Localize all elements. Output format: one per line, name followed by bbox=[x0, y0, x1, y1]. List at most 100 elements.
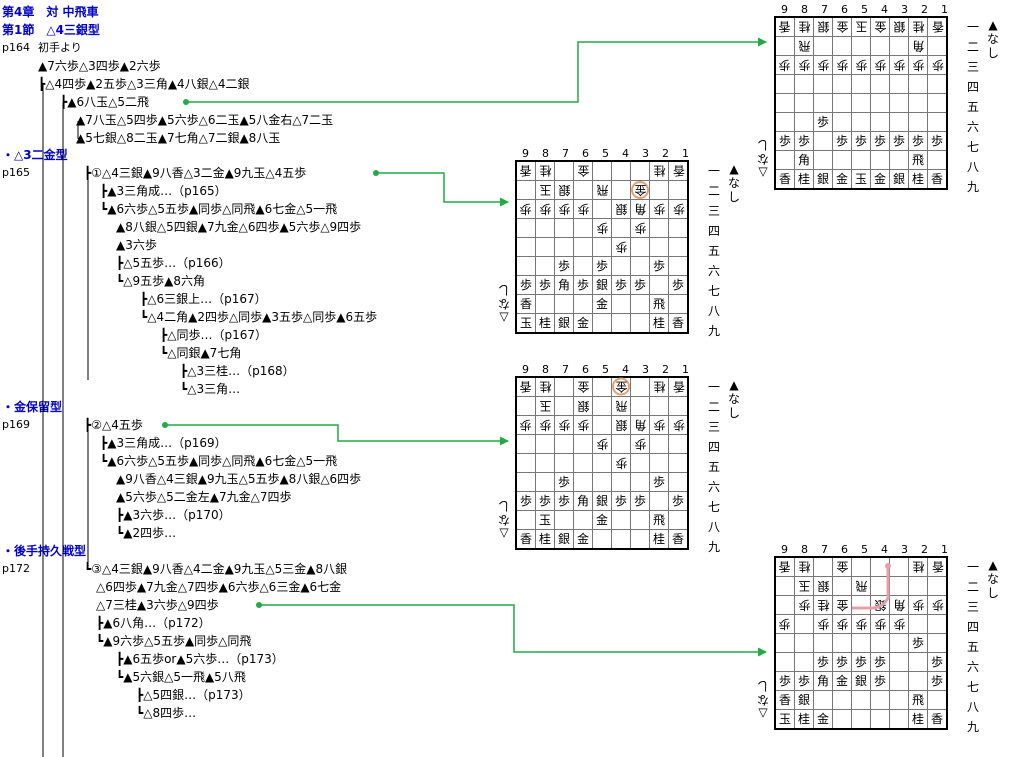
board-square: 飛 bbox=[908, 150, 928, 170]
board-square bbox=[592, 237, 612, 257]
rank-label: 四 bbox=[966, 620, 979, 634]
move-line: ┗▲6六歩△5五歩▲同歩△同飛▲6七金△5一飛 bbox=[100, 454, 338, 468]
board-square bbox=[649, 180, 669, 200]
board-square: 香 bbox=[927, 557, 947, 577]
rank-label: 六 bbox=[707, 264, 720, 278]
rank-label: 九 bbox=[966, 180, 979, 194]
board-rank: 歩歩歩歩歩歩歩歩 bbox=[774, 131, 948, 151]
board-square bbox=[535, 218, 555, 238]
board-square: 金 bbox=[611, 377, 631, 397]
board-square bbox=[889, 671, 909, 691]
board-square bbox=[774, 112, 795, 132]
rank-label: 八 bbox=[966, 700, 979, 714]
file-label: 8 bbox=[542, 147, 549, 160]
move-line: ┣△4四歩▲2五歩△3三角▲4八銀△4二銀 bbox=[38, 77, 250, 91]
board-square: 歩 bbox=[851, 614, 871, 634]
board-rank: 玉銀飛 bbox=[515, 396, 689, 416]
file-label: 4 bbox=[881, 543, 888, 556]
board-square: 歩 bbox=[535, 199, 555, 219]
rank-label: 五 bbox=[707, 460, 720, 474]
black-hand: ▲なし bbox=[986, 558, 999, 600]
move-line: ▲7六歩△3四歩▲2六歩 bbox=[38, 59, 161, 73]
board-square bbox=[515, 180, 536, 200]
board-square bbox=[592, 529, 612, 550]
board-square bbox=[908, 74, 928, 94]
board-square: 角 bbox=[889, 595, 909, 615]
file-label: 3 bbox=[901, 543, 908, 556]
board-square: 歩 bbox=[832, 652, 852, 672]
board-square bbox=[668, 218, 689, 238]
board-square: 香 bbox=[668, 377, 688, 397]
file-label: 9 bbox=[781, 543, 788, 556]
section-title: 第1節 △4三銀型 bbox=[2, 23, 100, 37]
board-square bbox=[630, 472, 650, 492]
board-square: 飛 bbox=[649, 510, 669, 530]
board-square: 歩 bbox=[611, 491, 631, 511]
board-square: 飛 bbox=[908, 690, 928, 710]
board-square bbox=[870, 36, 890, 56]
board-square: 香 bbox=[927, 169, 948, 190]
move-line: ┗③△4三銀▲9八香△4二金▲9九玉△5三金▲8八銀 bbox=[84, 562, 348, 576]
variation-label-kin-horyu: ・金保留型 bbox=[2, 400, 63, 414]
board-square bbox=[832, 74, 852, 94]
file-label: 7 bbox=[821, 3, 828, 16]
board-square bbox=[832, 150, 852, 170]
file-label: 2 bbox=[921, 543, 928, 556]
board-square: 金 bbox=[832, 671, 852, 691]
board-square bbox=[774, 150, 795, 170]
board-square: 銀 bbox=[611, 415, 631, 435]
rank-label: 八 bbox=[966, 160, 979, 174]
board-square bbox=[832, 93, 852, 113]
board-square bbox=[870, 93, 890, 113]
board-square bbox=[813, 633, 833, 653]
board-rank: 角飛 bbox=[774, 150, 948, 170]
board-square bbox=[573, 237, 593, 257]
board-square bbox=[649, 275, 669, 295]
move-line: ┗△3三角… bbox=[180, 382, 241, 396]
board-square: 歩 bbox=[630, 434, 650, 454]
board-square bbox=[515, 434, 536, 454]
board-square bbox=[851, 556, 871, 577]
move-line: ┗△9五歩▲8六角 bbox=[116, 274, 205, 288]
board-rank: 玉金飛 bbox=[515, 510, 689, 530]
board-square: 桂 bbox=[535, 161, 555, 181]
board-square bbox=[794, 74, 814, 94]
move-line: ┗▲9六歩△5五歩▲同歩△同飛 bbox=[96, 634, 252, 648]
file-label: 3 bbox=[901, 3, 908, 16]
board-square: 角 bbox=[908, 36, 928, 56]
board-square bbox=[889, 633, 909, 653]
board-square bbox=[774, 93, 795, 113]
board-square: 金 bbox=[592, 510, 612, 530]
board-square: 銀 bbox=[611, 199, 631, 219]
board-square: 歩 bbox=[630, 491, 650, 511]
board-square bbox=[515, 218, 536, 238]
board-square bbox=[927, 112, 948, 132]
board-square bbox=[535, 472, 555, 492]
board-square: 歩 bbox=[535, 275, 555, 295]
board-square bbox=[592, 313, 612, 334]
board-rank: 香桂銀金桂香 bbox=[515, 529, 689, 550]
board-square bbox=[611, 510, 631, 530]
rank-label: 八 bbox=[707, 304, 720, 318]
board-square bbox=[889, 150, 909, 170]
board-square: 歩 bbox=[927, 652, 948, 672]
move-line: ┣▲6八玉△5二飛 bbox=[60, 95, 149, 109]
board-square: 桂 bbox=[649, 161, 669, 181]
file-label: 3 bbox=[642, 147, 649, 160]
board-square bbox=[927, 690, 948, 710]
board-square bbox=[774, 74, 795, 94]
board-square: 銀 bbox=[889, 17, 909, 37]
start-label: 初手より bbox=[38, 41, 82, 54]
move-line: ▲5六歩△5二金左▲7九金△7四歩 bbox=[116, 490, 292, 504]
board-square bbox=[515, 510, 536, 530]
board-square: 金 bbox=[870, 17, 890, 37]
board-square: 歩 bbox=[554, 472, 574, 492]
board-square: 金 bbox=[573, 313, 593, 334]
board-square: 飛 bbox=[794, 36, 814, 56]
board-square bbox=[630, 313, 650, 334]
board-square: 桂 bbox=[908, 169, 928, 190]
board-square bbox=[554, 160, 574, 181]
board-square: 銀 bbox=[794, 690, 814, 710]
board-square bbox=[630, 294, 650, 314]
board-square: 香 bbox=[515, 529, 536, 550]
